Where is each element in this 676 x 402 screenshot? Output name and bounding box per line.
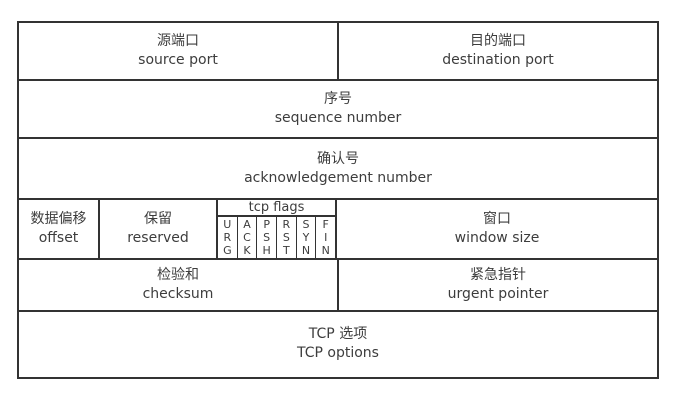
cell-source-port: 源端口 source port	[19, 23, 337, 79]
data-offset-label-zh: 数据偏移	[30, 210, 87, 227]
tcp-options-label-en: TCP options	[297, 345, 379, 362]
source-port-label-zh: 源端口	[157, 32, 199, 49]
cell-tcp-flags: tcp flags U R G A C K P S H R S T S Y N …	[216, 200, 335, 258]
cell-destination-port: 目的端口 destination port	[337, 23, 657, 79]
tcp-header-table: 源端口 source port 目的端口 destination port 序号…	[17, 21, 659, 379]
checksum-label-en: checksum	[142, 285, 214, 302]
cell-urgent-pointer: 紧急指针 urgent pointer	[337, 259, 657, 310]
cell-data-offset: 数据偏移 offset	[19, 200, 98, 258]
row-tcp-options: TCP 选项 TCP options	[19, 312, 657, 377]
reserved-label-en: reserved	[127, 229, 189, 246]
sequence-number-label-en: sequence number	[274, 110, 402, 127]
acknowledgement-number-label-en: acknowledgement number	[244, 169, 432, 186]
row-ports: 源端口 source port 目的端口 destination port	[19, 23, 657, 81]
flag-ack: A C K	[236, 217, 257, 258]
reserved-label-zh: 保留	[144, 210, 172, 227]
cell-tcp-options: TCP 选项 TCP options	[19, 312, 657, 377]
row-sequence-number: 序号 sequence number	[19, 81, 657, 140]
tcp-flags-body: U R G A C K P S H R S T S Y N F I N	[218, 217, 335, 258]
row-checksum-urgent: 检验和 checksum 紧急指针 urgent pointer	[19, 259, 657, 312]
cell-checksum: 检验和 checksum	[19, 260, 337, 310]
flag-psh: P S H	[256, 217, 276, 258]
data-offset-label-en: offset	[38, 229, 79, 246]
checksum-label-zh: 检验和	[157, 266, 199, 283]
flag-syn: S Y N	[295, 217, 316, 258]
window-size-label-en: window size	[454, 229, 540, 246]
cell-reserved: 保留 reserved	[98, 200, 216, 258]
tcp-options-label-zh: TCP 选项	[308, 326, 368, 343]
urgent-pointer-label-en: urgent pointer	[447, 285, 549, 302]
source-port-label-en: source port	[138, 51, 218, 68]
cell-sequence-number: 序号 sequence number	[19, 81, 657, 138]
flag-rst: R S T	[276, 217, 296, 258]
cell-window-size: 窗口 window size	[335, 200, 657, 258]
window-size-label-zh: 窗口	[483, 210, 511, 227]
flag-urg: U R G	[223, 217, 232, 257]
destination-port-label-zh: 目的端口	[470, 32, 526, 49]
flag-fin: F I N	[315, 217, 335, 258]
acknowledgement-number-label-zh: 确认号	[317, 150, 359, 167]
tcp-flags-header: tcp flags	[218, 200, 335, 218]
row-acknowledgement-number: 确认号 acknowledgement number	[19, 139, 657, 201]
row-offset-flags-window: 数据偏移 offset 保留 reserved tcp flags U R G …	[19, 200, 657, 260]
urgent-pointer-label-zh: 紧急指针	[470, 266, 526, 283]
cell-acknowledgement-number: 确认号 acknowledgement number	[19, 139, 657, 198]
sequence-number-label-zh: 序号	[324, 91, 352, 108]
destination-port-label-en: destination port	[442, 51, 554, 68]
